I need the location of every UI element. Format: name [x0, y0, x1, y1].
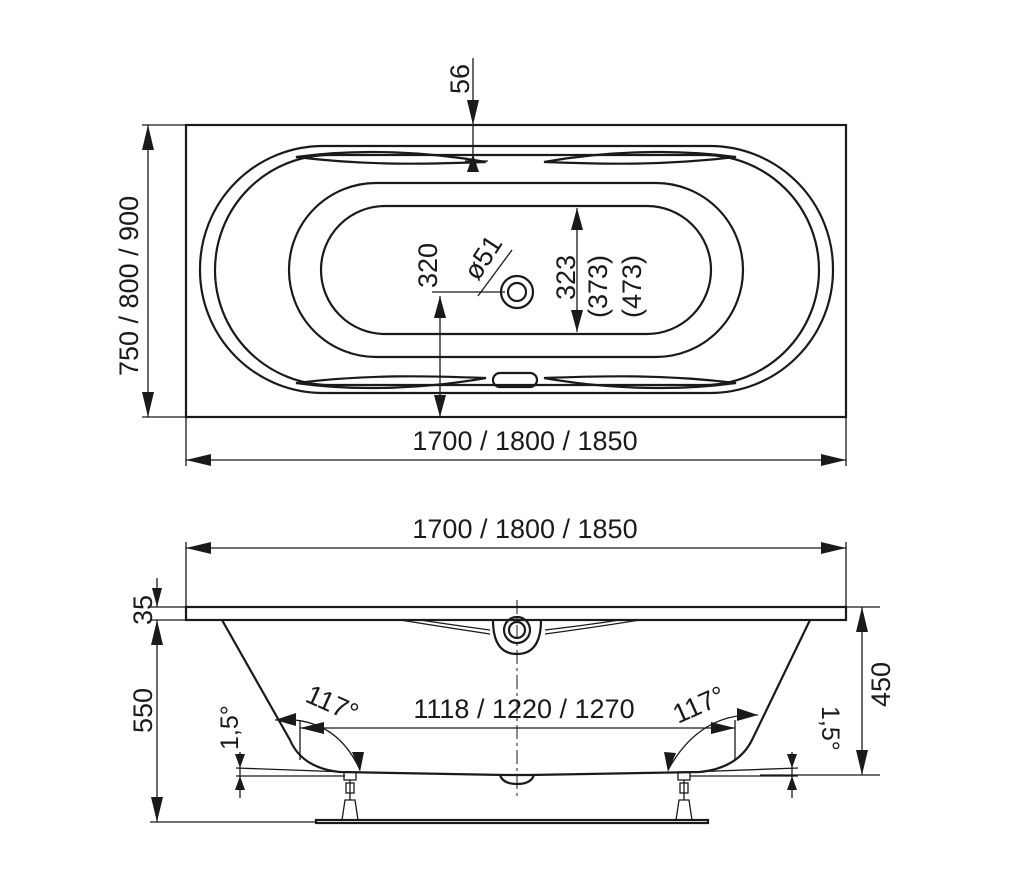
backrest-contour-top-left	[295, 150, 487, 165]
drain-inner-ring	[506, 281, 528, 303]
headrest-side-left	[399, 619, 491, 635]
dim-angle-left: 117°	[302, 679, 363, 728]
backrest-contour-bottom-left	[295, 375, 487, 390]
dim-overflow-depth: 56	[445, 64, 475, 94]
top-view: 56 320 ø51 323 (373) (473) 750 / 800 / 9…	[114, 58, 848, 466]
tub-basin-outer	[287, 181, 745, 359]
dim-drain-offset: 320	[413, 243, 443, 288]
dim-width-options: 750 / 800 / 900	[114, 196, 144, 376]
arrow-length-right	[821, 454, 846, 466]
arrow-length-left	[186, 454, 211, 466]
backrest-contour-top-right	[543, 150, 737, 165]
dim-length-options-top: 1700 / 1800 / 1850	[412, 426, 637, 456]
arrow-56-top	[467, 100, 479, 125]
arrow-323-top	[571, 208, 583, 230]
headrest-side-right	[544, 619, 641, 635]
dim-bottom-length: 1118 / 1220 / 1270	[413, 694, 634, 724]
arrow-323-bottom	[571, 310, 583, 332]
dim-slope-left: 1,5°	[216, 705, 244, 750]
arrow-56-bottom	[467, 154, 479, 172]
arrow-width-bottom	[142, 392, 154, 417]
tub-outline-rect	[184, 123, 848, 419]
tub-rim-side	[184, 605, 848, 622]
dim-drain-diameter: ø51	[458, 230, 509, 285]
dim-depth: 450	[866, 662, 896, 707]
dim-length-options-side: 1700 / 1800 / 1850	[412, 514, 637, 544]
dim-angle-right: 117°	[668, 680, 729, 729]
base-plate	[314, 818, 710, 825]
arrow-320-bottom	[434, 395, 446, 417]
arrow-bottom-length-left	[300, 722, 324, 734]
overflow-outlet	[491, 371, 539, 389]
tub-rim-inner	[213, 153, 821, 387]
dim-inner-width: 323	[551, 255, 581, 300]
drain-outer-ring	[499, 274, 535, 310]
foot-right	[675, 771, 693, 821]
arrow-width-top	[142, 125, 154, 150]
tub-basin-inner	[319, 204, 713, 336]
tub-rim-outer	[198, 144, 835, 395]
backrest-contour-bottom-right	[543, 375, 737, 390]
dim-slope-right: 1,5°	[816, 706, 844, 751]
foot-left	[341, 771, 359, 821]
arrow-side-length-left	[186, 542, 211, 554]
dim-total-height: 550	[128, 688, 158, 733]
dim-inner-width-alt1: (373)	[583, 255, 613, 318]
arrow-side-length-right	[821, 542, 846, 554]
dim-rim-thickness: 35	[128, 595, 158, 625]
arrow-320-top	[434, 296, 446, 318]
dim-inner-width-alt2: (473)	[617, 255, 647, 318]
side-view: 1700 / 1800 / 1850	[128, 514, 896, 825]
arrow-bottom-length-right	[711, 722, 735, 734]
